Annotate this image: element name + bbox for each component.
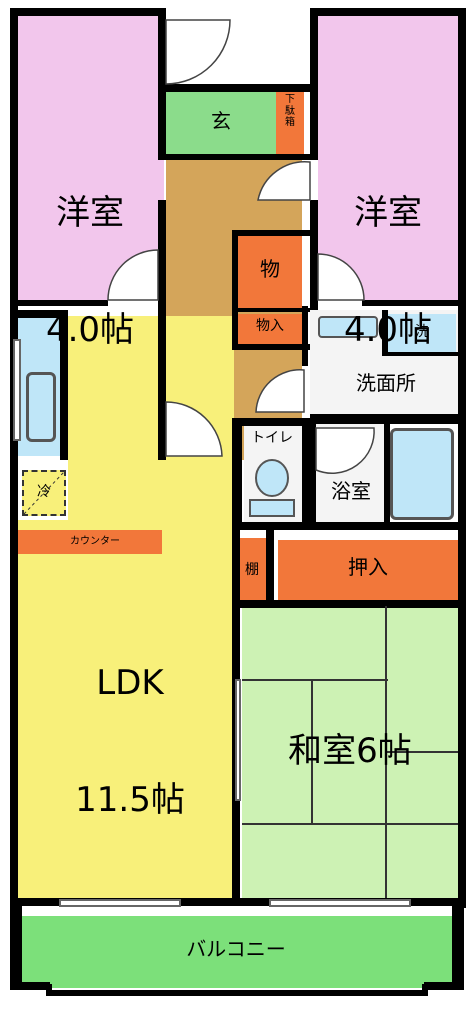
ldk-label: LDK 11.5帖 xyxy=(30,586,230,860)
closet-label: 押入 xyxy=(348,555,388,579)
entrance-label: 玄 xyxy=(211,109,231,133)
counter xyxy=(16,530,162,554)
wall xyxy=(382,352,466,356)
wall xyxy=(232,522,466,530)
toilet-label: トイレ xyxy=(251,430,293,446)
closet xyxy=(278,540,458,602)
counter-label: カウンター xyxy=(70,536,120,547)
western-room-left xyxy=(16,14,164,300)
wall xyxy=(158,84,318,92)
room-size: 4.0帖 xyxy=(45,310,135,351)
storage-in-closet xyxy=(238,314,302,344)
wall xyxy=(458,8,466,908)
wall xyxy=(158,200,166,460)
fridge-label: 冷 xyxy=(37,484,51,500)
wall xyxy=(158,8,166,158)
wall xyxy=(382,310,388,356)
entrance-area xyxy=(166,92,276,156)
wall xyxy=(10,906,22,986)
storage-closet xyxy=(238,236,302,308)
wall xyxy=(232,230,238,348)
wall xyxy=(232,230,310,236)
wall xyxy=(10,8,166,16)
western-room-right-label: 洋室 4.0帖 xyxy=(318,116,458,390)
wall xyxy=(232,418,304,426)
shelf-label: 棚 xyxy=(245,562,259,578)
wall xyxy=(310,8,318,158)
western-room-right xyxy=(318,14,458,300)
wall xyxy=(232,344,310,350)
wall xyxy=(384,424,390,524)
balcony-label: バルコニー xyxy=(186,937,286,961)
wall xyxy=(10,898,466,906)
toilet-fixture xyxy=(249,459,295,517)
japanese-room-label: 和室6帖 xyxy=(288,731,412,771)
wall xyxy=(158,154,318,160)
wall xyxy=(302,306,308,366)
wall xyxy=(232,308,310,312)
shoe-box-label: 下 駄 箱 xyxy=(285,94,295,128)
wall xyxy=(310,414,466,424)
wall xyxy=(302,418,316,530)
room-name: 洋室 xyxy=(354,193,422,234)
kitchen-sink xyxy=(26,372,56,442)
room-size: 4.0帖 xyxy=(343,310,433,351)
laundry-label: 洗 xyxy=(415,324,429,340)
wall xyxy=(10,300,108,306)
room-name: 洋室 xyxy=(56,193,124,234)
wall xyxy=(266,530,274,606)
ldk-room-lower xyxy=(16,520,236,900)
room-name: LDK xyxy=(96,663,164,704)
laundry-area xyxy=(388,314,456,354)
wall xyxy=(452,906,464,986)
wall xyxy=(46,990,428,996)
wall xyxy=(232,600,466,608)
wall xyxy=(424,982,464,990)
wall xyxy=(46,984,52,996)
wall xyxy=(232,418,242,530)
room-size: 11.5帖 xyxy=(75,780,185,821)
wall xyxy=(362,300,466,306)
western-room-left-label: 洋室 4.0帖 xyxy=(16,116,164,390)
balcony xyxy=(20,916,452,988)
wall xyxy=(10,310,68,318)
wall xyxy=(310,200,318,310)
storage-in-label: 物入 xyxy=(256,318,284,334)
bath-label: 浴室 xyxy=(331,479,371,503)
bathtub xyxy=(390,428,454,520)
storage-label: 物 xyxy=(260,257,280,281)
wall xyxy=(60,310,68,460)
wall xyxy=(10,982,50,990)
wall xyxy=(10,8,18,908)
wall xyxy=(310,8,466,16)
washroom-sink xyxy=(318,316,378,338)
wall xyxy=(422,984,428,996)
shelf xyxy=(238,538,266,602)
shoe-box xyxy=(276,92,304,156)
entrance-door-swing xyxy=(165,19,231,85)
washroom-label: 洗面所 xyxy=(356,371,416,395)
